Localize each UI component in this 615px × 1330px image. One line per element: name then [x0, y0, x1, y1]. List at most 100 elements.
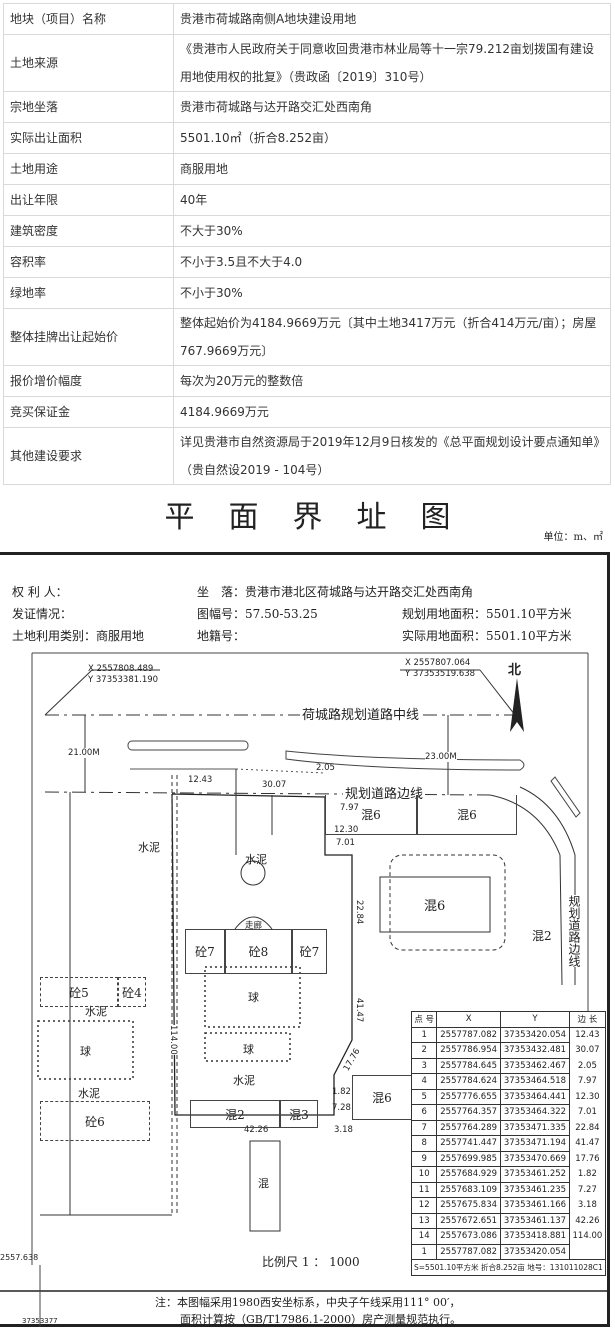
actual-area-label: 实际用地面积：5501.10平方米	[402, 629, 572, 643]
info-value: 5501.10㎡（折合8.252亩）	[173, 122, 611, 154]
point-x: 2557787.082	[436, 1026, 501, 1043]
road-edge-label: 规划道路边线	[343, 783, 426, 802]
edge-length: 17.76	[569, 1151, 606, 1167]
point-no: 1	[410, 1243, 438, 1260]
point-no: 12	[410, 1197, 438, 1214]
info-key: 实际出让面积	[3, 122, 174, 154]
info-row: 土地来源《贵港市人民政府关于同意收回贵港市林业局等十一宗79.212亩划拨国有建…	[3, 34, 611, 92]
landuse-label: 土地利用类别：商服用地	[12, 629, 145, 643]
dim-7-01: 7.01	[336, 838, 355, 848]
edge-length: 12.43	[569, 1027, 606, 1043]
edge-length: 42.26	[569, 1213, 606, 1229]
cement-label: 水泥	[138, 841, 160, 854]
point-y: 37353464.441	[499, 1088, 571, 1105]
building-brick7: 砼7	[292, 929, 327, 974]
info-key: 土地来源	[3, 34, 174, 92]
cert-label: 发证情况：	[12, 607, 73, 621]
point-x: 2557673.086	[436, 1228, 501, 1245]
info-value: 40年	[173, 184, 611, 216]
info-value: 每次为20万元的整数倍	[173, 365, 611, 397]
building-brick4: 砼4	[118, 977, 146, 1007]
edge-length: 114.00	[569, 1228, 606, 1244]
coord-right-y: Y 37353519.638	[405, 669, 476, 679]
info-row: 绿地率不小于30%	[3, 277, 611, 309]
ball-court-label: 球	[248, 991, 259, 1004]
point-x: 2557683.109	[436, 1181, 501, 1198]
info-row: 其他建设要求详见贵港市自然资源局于2019年12月9日核发的《总平面规划设计要点…	[3, 427, 611, 485]
building-mix2-label: 混2	[532, 929, 552, 943]
info-key: 容积率	[3, 246, 174, 278]
owner-label: 权 利 人：	[12, 585, 68, 599]
info-value: 贵港市荷城路与达开路交汇处西南角	[173, 91, 611, 123]
info-key: 出让年限	[3, 184, 174, 216]
point-y: 37353464.322	[499, 1104, 571, 1121]
edge-length: 22.84	[569, 1120, 606, 1136]
edge-length: 7.97	[569, 1073, 606, 1089]
edge-length: 41.47	[569, 1135, 606, 1151]
building-mix6: 混6	[417, 795, 517, 835]
point-y: 37353470.669	[499, 1150, 571, 1167]
point-y: 37353464.518	[499, 1073, 571, 1090]
building-mix-label: 混	[258, 1177, 269, 1190]
point-no: 11	[410, 1181, 438, 1198]
info-key: 报价增价幅度	[3, 365, 174, 397]
dim-12-43: 12.43	[188, 775, 213, 785]
dim-114: 114.00	[168, 1025, 178, 1055]
building-brick5: 砼5	[40, 977, 118, 1007]
info-value: 商服用地	[173, 153, 611, 185]
land-info-table: 地块（项目）名称贵港市荷城路南侧A地块建设用地土地来源《贵港市人民政府关于同意收…	[3, 3, 611, 485]
edge-length: 7.27	[569, 1182, 606, 1198]
location-label: 坐 落：贵港市港北区荷城路与达开路交汇处西南角	[197, 585, 474, 599]
dim-41-47: 41.47	[354, 998, 364, 1023]
point-x: 2557776.655	[436, 1088, 501, 1105]
info-row: 报价增价幅度每次为20万元的整数倍	[3, 365, 611, 397]
point-x: 2557675.834	[436, 1197, 501, 1214]
point-y: 37353461.252	[499, 1166, 571, 1183]
cadastral-no-label: 地籍号：	[197, 629, 246, 643]
edge-length: 7.01	[569, 1104, 606, 1120]
scale-label: 比例尺 1 ： 1000	[262, 1255, 360, 1269]
point-no: 7	[410, 1119, 438, 1136]
info-value: 不大于30%	[173, 215, 611, 247]
point-y: 37353471.335	[499, 1119, 571, 1136]
boundary-plan-document: 平面界址图 单位：m、㎡ 权 利 人： 发证情况： 土地利用类别：商服用地 坐 …	[0, 490, 615, 1329]
corridor-label: 走廊	[245, 921, 263, 931]
info-row: 建筑密度不大于30%	[3, 215, 611, 247]
point-no: 9	[410, 1150, 438, 1167]
cement-label: 水泥	[233, 1074, 255, 1087]
point-no: 4	[410, 1073, 438, 1090]
building-mix2: 混2	[190, 1100, 280, 1128]
info-value: 《贵港市人民政府关于同意收回贵港市林业局等十一宗79.212亩划拨国有建设用地使…	[173, 34, 611, 92]
point-x: 2557786.954	[436, 1042, 501, 1059]
point-y: 37353420.054	[499, 1026, 571, 1043]
info-value: 不小于30%	[173, 277, 611, 309]
dim-23m: 23.00M	[425, 752, 457, 762]
info-value: 4184.9669万元	[173, 396, 611, 428]
building-brick6: 砼6	[40, 1101, 150, 1141]
point-no: 6	[410, 1104, 438, 1121]
sheet-no-label: 图幅号：57.50-53.25	[197, 607, 318, 621]
point-y: 37353432.481	[499, 1042, 571, 1059]
dim-7-28: 7.28	[332, 1103, 351, 1113]
dim-30-07: 30.07	[262, 780, 287, 790]
note-line-1: 注：本图幅采用1980西安坐标系，中央子午线采用111° 00′，	[155, 1296, 461, 1309]
point-no: 1	[410, 1026, 438, 1043]
info-key: 土地用途	[3, 153, 174, 185]
info-value: 整体起始价为4184.9669万元〔其中土地3417万元（折合414万元/亩）；…	[173, 308, 611, 366]
info-row: 宗地坐落贵港市荷城路与达开路交汇处西南角	[3, 91, 611, 123]
info-row: 整体挂牌出让起始价整体起始价为4184.9669万元〔其中土地3417万元（折合…	[3, 308, 611, 366]
dim-21m: 21.00M	[68, 748, 100, 758]
info-key: 宗地坐落	[3, 91, 174, 123]
left-coord-x: 2557.638	[0, 1253, 39, 1262]
info-value: 贵港市荷城路南侧A地块建设用地	[173, 3, 611, 35]
cement-label: 水泥	[78, 1087, 100, 1100]
info-row: 地块（项目）名称贵港市荷城路南侧A地块建设用地	[3, 3, 611, 35]
